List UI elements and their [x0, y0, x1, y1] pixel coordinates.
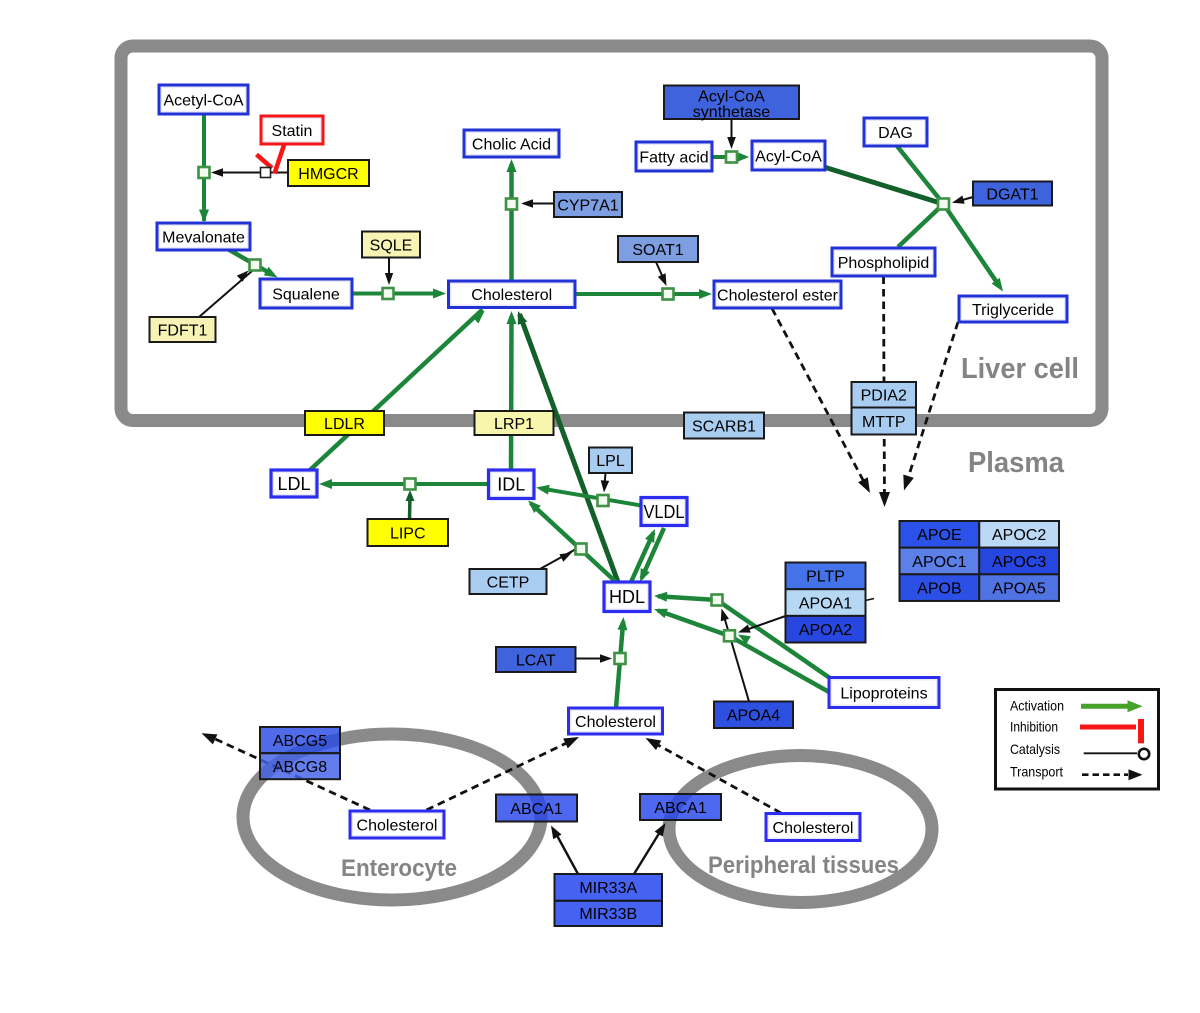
svg-text:DAG: DAG — [878, 125, 913, 142]
svg-text:Enterocyte: Enterocyte — [341, 855, 457, 882]
svg-text:IDL: IDL — [497, 475, 525, 495]
svg-text:APOA5: APOA5 — [992, 580, 1045, 597]
svg-text:Triglyceride: Triglyceride — [972, 302, 1054, 319]
svg-text:APOE: APOE — [917, 527, 961, 544]
svg-text:Cholic Acid: Cholic Acid — [472, 136, 551, 153]
svg-text:ABCA1: ABCA1 — [510, 801, 563, 818]
svg-text:ABCG5: ABCG5 — [273, 733, 327, 750]
svg-text:ABCA1: ABCA1 — [654, 800, 707, 817]
svg-text:FDFT1: FDFT1 — [158, 322, 208, 339]
svg-text:Plasma: Plasma — [968, 447, 1065, 479]
svg-text:LCAT: LCAT — [516, 652, 556, 669]
svg-text:Cholesterol: Cholesterol — [575, 714, 656, 731]
svg-text:APOC2: APOC2 — [992, 527, 1046, 544]
svg-text:Inhibition: Inhibition — [1010, 719, 1058, 735]
svg-text:Cholesterol ester: Cholesterol ester — [717, 287, 839, 304]
svg-text:APOA1: APOA1 — [799, 595, 852, 612]
svg-text:Cholesterol: Cholesterol — [471, 287, 552, 304]
svg-text:PDIA2: PDIA2 — [861, 388, 907, 405]
svg-text:Transport: Transport — [1010, 764, 1063, 780]
svg-text:VLDL: VLDL — [644, 502, 685, 522]
svg-text:Acetyl-CoA: Acetyl-CoA — [163, 92, 243, 109]
svg-text:APOC1: APOC1 — [912, 554, 966, 571]
svg-text:LRP1: LRP1 — [494, 416, 534, 433]
svg-text:Squalene: Squalene — [272, 286, 340, 303]
svg-text:Phospholipid: Phospholipid — [838, 255, 930, 272]
svg-text:Activation: Activation — [1010, 698, 1064, 714]
svg-text:Mevalonate: Mevalonate — [162, 229, 245, 246]
svg-text:SOAT1: SOAT1 — [632, 242, 683, 259]
svg-text:Catalysis: Catalysis — [1010, 741, 1060, 757]
svg-text:LIPC: LIPC — [390, 525, 426, 542]
svg-text:Acyl-CoA: Acyl-CoA — [755, 148, 822, 165]
svg-text:Cholesterol: Cholesterol — [357, 817, 438, 834]
svg-text:HMGCR: HMGCR — [298, 166, 358, 183]
svg-text:HDL: HDL — [609, 587, 645, 607]
svg-text:LDL: LDL — [277, 474, 310, 494]
svg-text:Liver cell: Liver cell — [961, 353, 1079, 385]
svg-text:LDLR: LDLR — [324, 416, 365, 433]
svg-text:CETP: CETP — [487, 574, 530, 591]
svg-text:Statin: Statin — [272, 123, 313, 140]
svg-text:Peripheral tissues: Peripheral tissues — [708, 852, 899, 879]
svg-text:APOA2: APOA2 — [799, 622, 852, 639]
svg-text:MIR33B: MIR33B — [579, 906, 637, 923]
svg-text:MIR33A: MIR33A — [579, 880, 637, 897]
svg-text:APOB: APOB — [917, 580, 961, 597]
svg-text:APOA4: APOA4 — [727, 708, 780, 725]
svg-text:SQLE: SQLE — [370, 237, 413, 254]
svg-text:Cholesterol: Cholesterol — [773, 820, 854, 837]
svg-text:Lipoproteins: Lipoproteins — [840, 685, 927, 702]
svg-text:ABCG8: ABCG8 — [273, 759, 327, 776]
svg-text:synthetase: synthetase — [693, 104, 770, 121]
svg-text:MTTP: MTTP — [862, 414, 906, 431]
svg-text:Fatty acid: Fatty acid — [639, 149, 708, 166]
svg-text:LPL: LPL — [596, 453, 625, 470]
svg-text:DGAT1: DGAT1 — [986, 186, 1038, 203]
svg-text:CYP7A1: CYP7A1 — [557, 197, 618, 214]
svg-text:SCARB1: SCARB1 — [692, 418, 756, 435]
svg-text:PLTP: PLTP — [806, 569, 845, 586]
svg-text:Acyl-CoA: Acyl-CoA — [698, 88, 765, 105]
svg-text:APOC3: APOC3 — [992, 554, 1046, 571]
